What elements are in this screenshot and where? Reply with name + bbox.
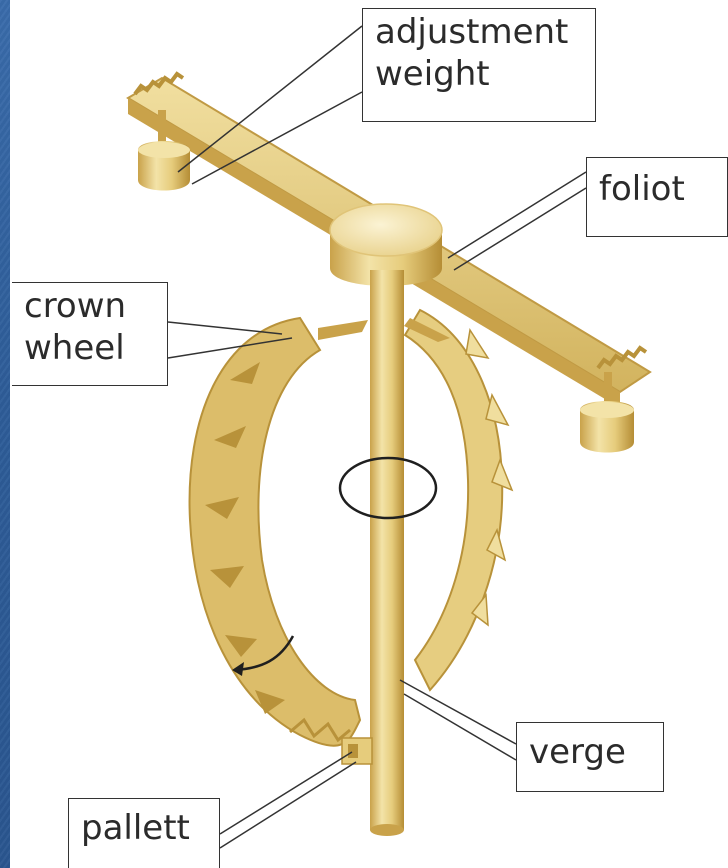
label-crown-wheel: crown wheel [12,282,168,386]
label-pallett: pallett [68,798,220,868]
crown-wheel-shape [190,310,512,746]
label-foliot: foliot [586,157,728,237]
label-adjustment-weight: adjustment weight [362,8,596,122]
pallett-shape [342,738,372,764]
verge-shaft-shape [370,270,404,836]
label-verge: verge [516,722,664,792]
